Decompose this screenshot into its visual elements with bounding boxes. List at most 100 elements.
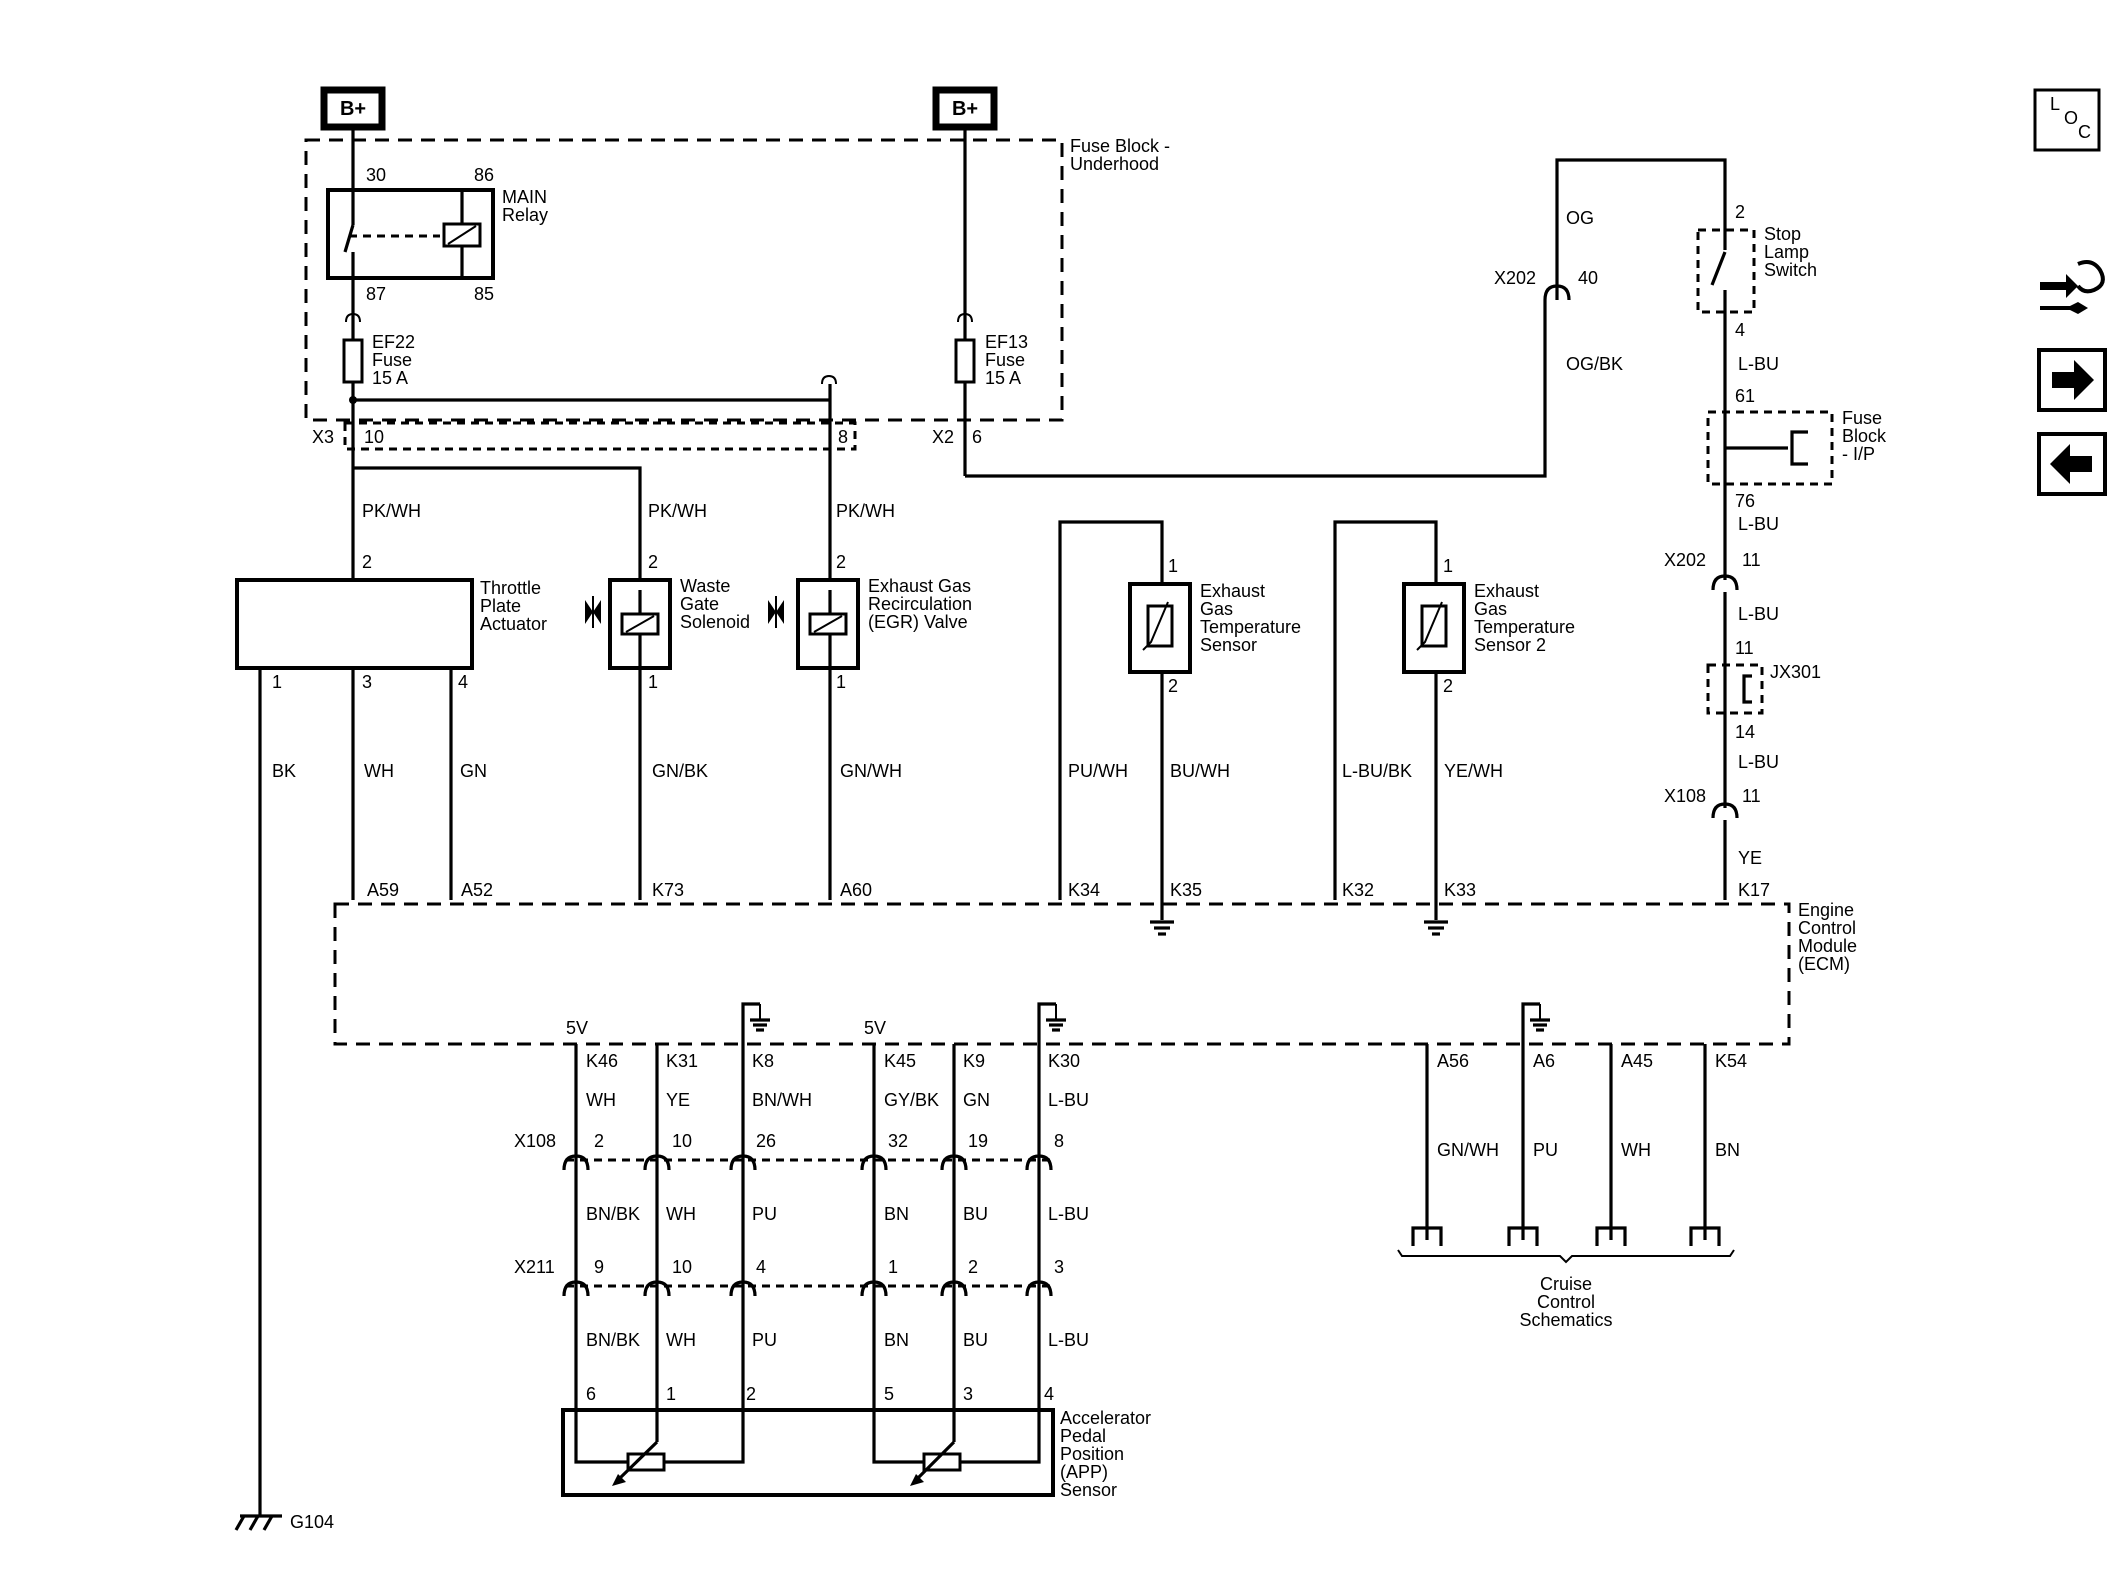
location-icon[interactable]: L O C bbox=[2033, 88, 2101, 152]
svg-text:K17: K17 bbox=[1738, 880, 1770, 900]
svg-text:PU: PU bbox=[1533, 1140, 1558, 1160]
ecm-bottom-pins: K46 K31 K8 K45 K9 K30 bbox=[586, 1051, 1080, 1071]
svg-text:PU: PU bbox=[752, 1330, 777, 1350]
svg-text:O: O bbox=[2064, 108, 2078, 128]
svg-text:K8: K8 bbox=[752, 1051, 774, 1071]
svg-text:K9: K9 bbox=[963, 1051, 985, 1071]
fuse-block-underhood-label: Fuse Block -Underhood bbox=[1070, 136, 1170, 174]
svg-text:G104: G104 bbox=[290, 1512, 334, 1532]
svg-text:11: 11 bbox=[1742, 550, 1761, 570]
svg-text:PK/WH: PK/WH bbox=[362, 501, 421, 521]
svg-text:K73: K73 bbox=[652, 880, 684, 900]
svg-text:4: 4 bbox=[756, 1257, 766, 1277]
previous-page-arrow-icon[interactable] bbox=[2037, 432, 2107, 496]
svg-text:B+: B+ bbox=[952, 98, 978, 120]
ef22-fuse bbox=[342, 338, 364, 384]
svg-text:5: 5 bbox=[884, 1384, 894, 1404]
svg-text:4: 4 bbox=[1735, 320, 1745, 340]
mid-wire-colors: BN/BK WH PU BN BU L-BU bbox=[586, 1204, 1089, 1224]
svg-text:2: 2 bbox=[836, 552, 846, 572]
svg-text:32: 32 bbox=[888, 1131, 908, 1151]
svg-text:L: L bbox=[2050, 94, 2060, 114]
svg-text:BN/BK: BN/BK bbox=[586, 1330, 640, 1350]
svg-text:X2: X2 bbox=[932, 427, 954, 447]
svg-text:3: 3 bbox=[1054, 1257, 1064, 1277]
svg-text:K34: K34 bbox=[1068, 880, 1100, 900]
svg-text:PK/WH: PK/WH bbox=[648, 501, 707, 521]
svg-text:1: 1 bbox=[666, 1384, 676, 1404]
svg-text:26: 26 bbox=[756, 1131, 776, 1151]
svg-text:L-BU: L-BU bbox=[1048, 1090, 1089, 1110]
svg-text:BU: BU bbox=[963, 1330, 988, 1350]
svg-text:2: 2 bbox=[968, 1257, 978, 1277]
svg-text:K32: K32 bbox=[1342, 880, 1374, 900]
svg-text:OG/BK: OG/BK bbox=[1566, 354, 1623, 374]
svg-text:2: 2 bbox=[594, 1131, 604, 1151]
cruise-wire-colors: GN/WH PU WH BN bbox=[1437, 1140, 1740, 1160]
svg-text:40: 40 bbox=[1578, 268, 1598, 288]
bplus-terminal-2: B+ bbox=[932, 86, 998, 131]
svg-text:PK/WH: PK/WH bbox=[836, 501, 895, 521]
svg-text:4: 4 bbox=[1044, 1384, 1054, 1404]
svg-text:A45: A45 bbox=[1621, 1051, 1653, 1071]
connector-component-icon[interactable] bbox=[2040, 260, 2105, 314]
svg-text:X108: X108 bbox=[1664, 786, 1706, 806]
svg-text:1: 1 bbox=[836, 672, 846, 692]
svg-text:1: 1 bbox=[272, 672, 282, 692]
svg-text:11: 11 bbox=[1742, 786, 1761, 806]
engine-control-module bbox=[333, 902, 1791, 1046]
svg-text:K31: K31 bbox=[666, 1051, 698, 1071]
svg-text:2: 2 bbox=[362, 552, 372, 572]
svg-text:L-BU: L-BU bbox=[1738, 514, 1779, 534]
svg-text:GN/BK: GN/BK bbox=[652, 761, 708, 781]
svg-text:8: 8 bbox=[1054, 1131, 1064, 1151]
app-pins: 6 1 2 5 3 4 bbox=[586, 1384, 1054, 1404]
svg-text:3: 3 bbox=[362, 672, 372, 692]
svg-text:85: 85 bbox=[474, 284, 494, 304]
svg-text:61: 61 bbox=[1735, 386, 1755, 406]
svg-text:X3: X3 bbox=[312, 427, 334, 447]
ecm-right-pins: A56 A6 A45 K54 bbox=[1437, 1051, 1747, 1071]
app-wiring bbox=[574, 1044, 1041, 1416]
svg-text:1: 1 bbox=[1443, 556, 1453, 576]
svg-text:2: 2 bbox=[648, 552, 658, 572]
svg-text:2: 2 bbox=[1735, 202, 1745, 222]
svg-text:2: 2 bbox=[1168, 676, 1178, 696]
svg-text:BN: BN bbox=[884, 1330, 909, 1350]
fuse-block-ip bbox=[1706, 410, 1834, 486]
svg-text:6: 6 bbox=[972, 427, 982, 447]
ef13-fuse bbox=[954, 338, 976, 384]
jx301-connector bbox=[1706, 663, 1764, 715]
fuse-block-underhood-outline bbox=[304, 138, 1064, 422]
svg-text:K35: K35 bbox=[1170, 880, 1202, 900]
svg-text:BN/BK: BN/BK bbox=[586, 1204, 640, 1224]
svg-text:10: 10 bbox=[672, 1131, 692, 1151]
svg-text:L-BU: L-BU bbox=[1048, 1204, 1089, 1224]
next-page-arrow-icon[interactable] bbox=[2037, 348, 2107, 412]
svg-text:86: 86 bbox=[474, 165, 494, 185]
svg-text:K33: K33 bbox=[1444, 880, 1476, 900]
svg-text:A56: A56 bbox=[1437, 1051, 1469, 1071]
svg-text:K30: K30 bbox=[1048, 1051, 1080, 1071]
svg-text:5V: 5V bbox=[566, 1018, 588, 1038]
svg-text:5V: 5V bbox=[864, 1018, 886, 1038]
svg-text:BN: BN bbox=[1715, 1140, 1740, 1160]
svg-text:C: C bbox=[2078, 122, 2091, 142]
ecm-top-pins: A59 A52 K73 A60 K34 K35 K32 K33 K17 bbox=[367, 880, 1770, 900]
svg-text:9: 9 bbox=[594, 1257, 604, 1277]
throttle-plate-actuator bbox=[235, 578, 474, 670]
svg-text:4: 4 bbox=[458, 672, 468, 692]
bplus-terminal-1: B+ bbox=[320, 86, 386, 131]
svg-text:2: 2 bbox=[746, 1384, 756, 1404]
svg-text:3: 3 bbox=[963, 1384, 973, 1404]
svg-text:YE: YE bbox=[666, 1090, 690, 1110]
